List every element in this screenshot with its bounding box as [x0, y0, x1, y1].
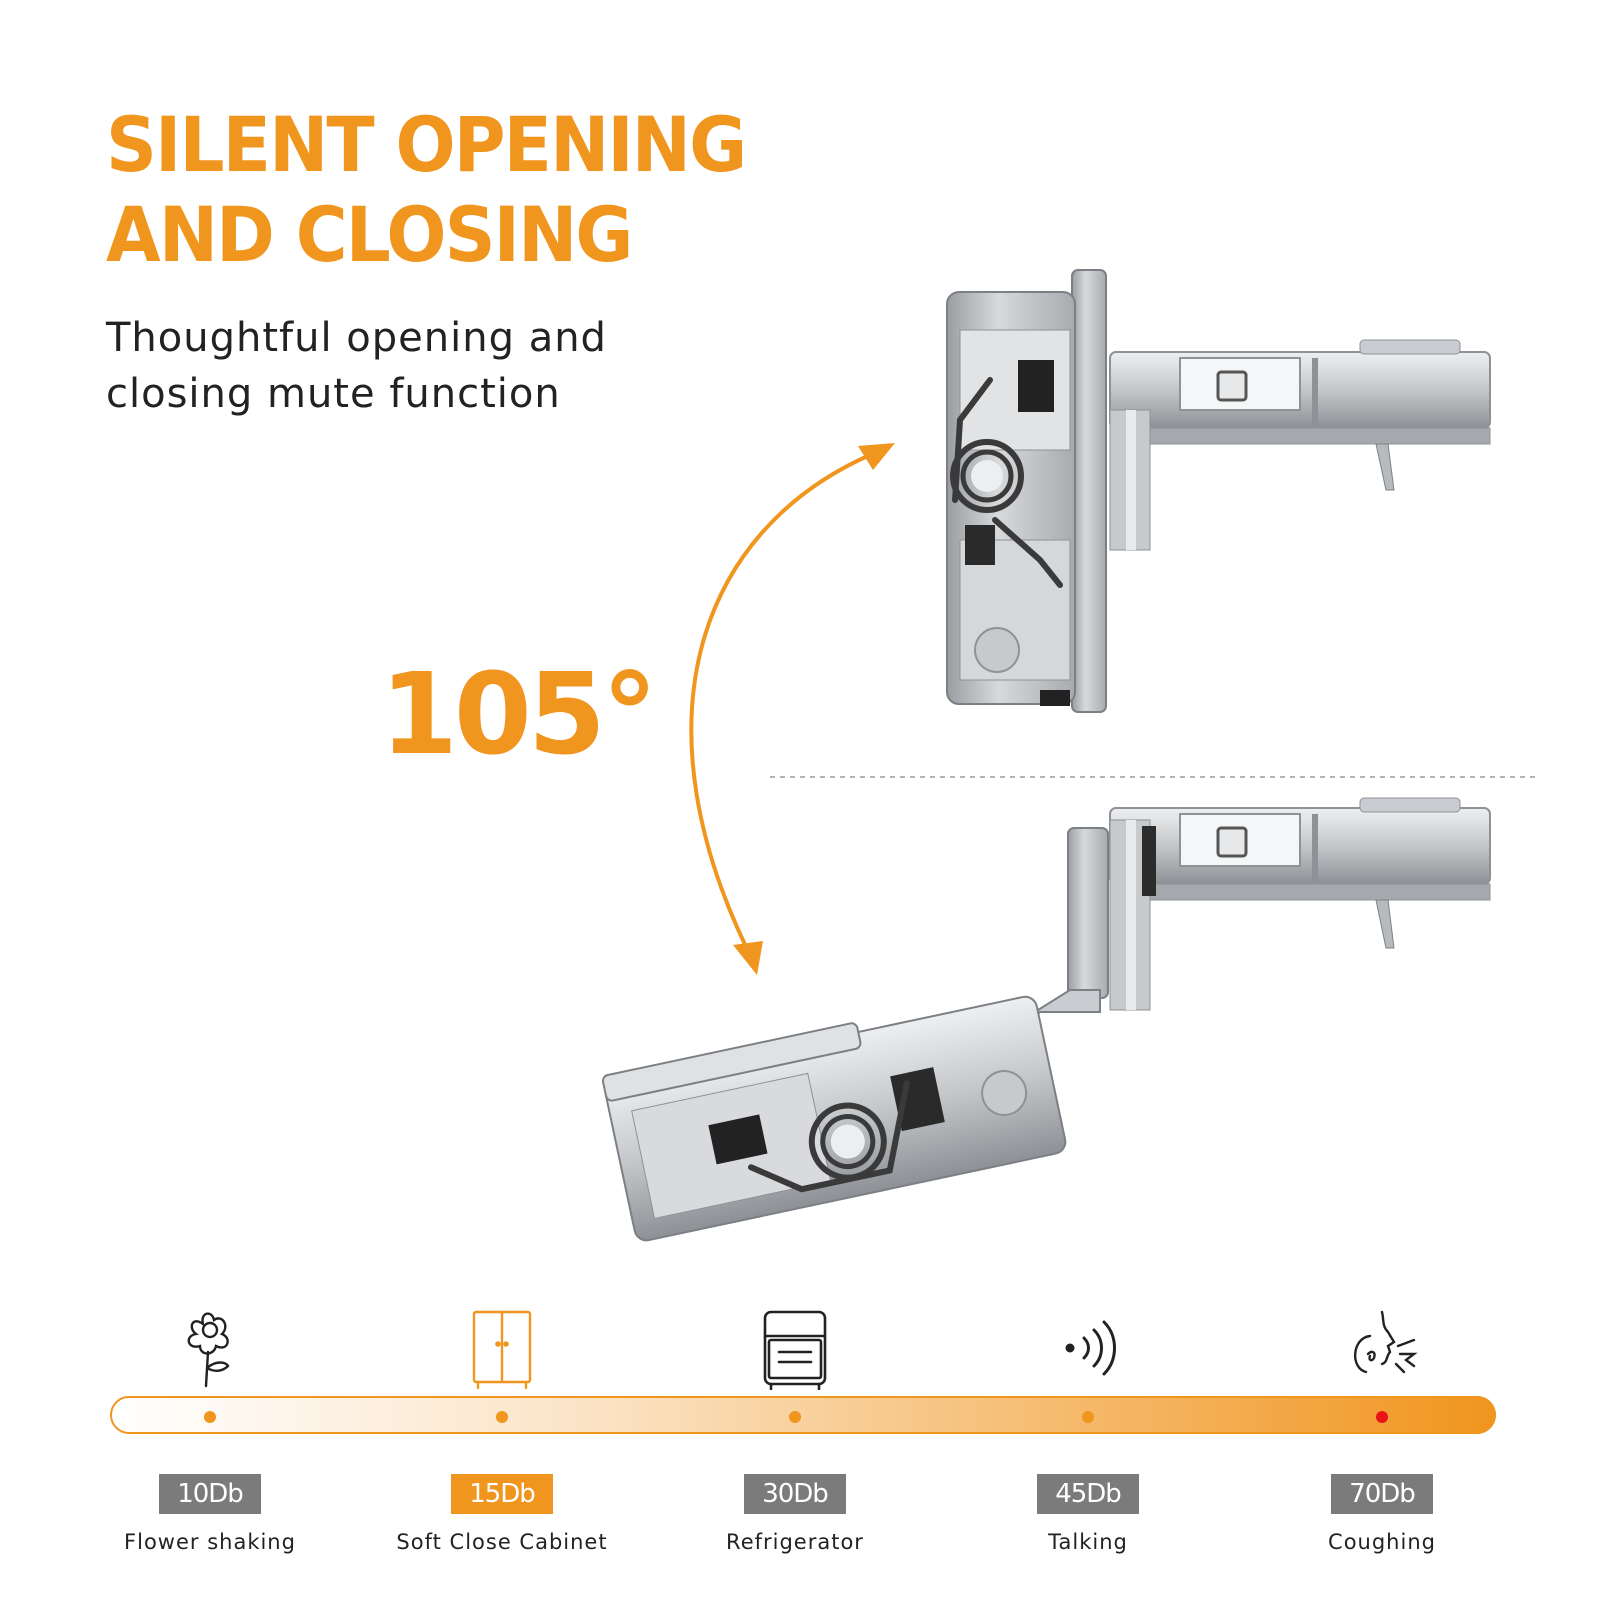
sound-source-label: Soft Close Cabinet [396, 1530, 608, 1554]
decibel-badge: 70Db [1331, 1474, 1433, 1514]
hinge-open-top [946, 269, 1491, 713]
headline: SILENT OPENING AND CLOSING [106, 100, 747, 280]
rotation-arrow [689, 453, 871, 966]
talking-icon [1065, 1320, 1116, 1376]
sound-source-label: Flower shaking [124, 1530, 296, 1554]
opening-angle: 105° [380, 650, 658, 780]
scale-marker [1376, 1411, 1388, 1423]
noise-scale-bar [110, 1396, 1496, 1434]
flower-icon [187, 1312, 230, 1388]
scale-marker [496, 1411, 508, 1423]
scale-marker [789, 1411, 801, 1423]
sound-source-label: Refrigerator [726, 1530, 864, 1554]
coughing-icon [1353, 1310, 1418, 1374]
decibel-badge: 10Db [159, 1474, 261, 1514]
subtitle-line-2: closing mute function [106, 371, 561, 417]
cabinet-icon [472, 1310, 532, 1390]
noise-scale-fill [110, 1396, 1496, 1434]
scale-marker [1082, 1411, 1094, 1423]
headline-line-1: SILENT OPENING [106, 100, 747, 189]
sound-source-label: Coughing [1328, 1530, 1436, 1554]
refrigerator-icon [763, 1310, 827, 1390]
scale-marker [204, 1411, 216, 1423]
hinge-open-bottom [601, 797, 1491, 1242]
subtitle-line-1: Thoughtful opening and [106, 315, 607, 361]
decibel-badge: 30Db [744, 1474, 846, 1514]
sound-source-label: Talking [1048, 1530, 1128, 1554]
decibel-badge: 15Db [451, 1474, 553, 1514]
decibel-badge: 45Db [1037, 1474, 1139, 1514]
subtitle: Thoughtful opening and closing mute func… [106, 310, 626, 422]
headline-line-2: AND CLOSING [106, 190, 633, 279]
